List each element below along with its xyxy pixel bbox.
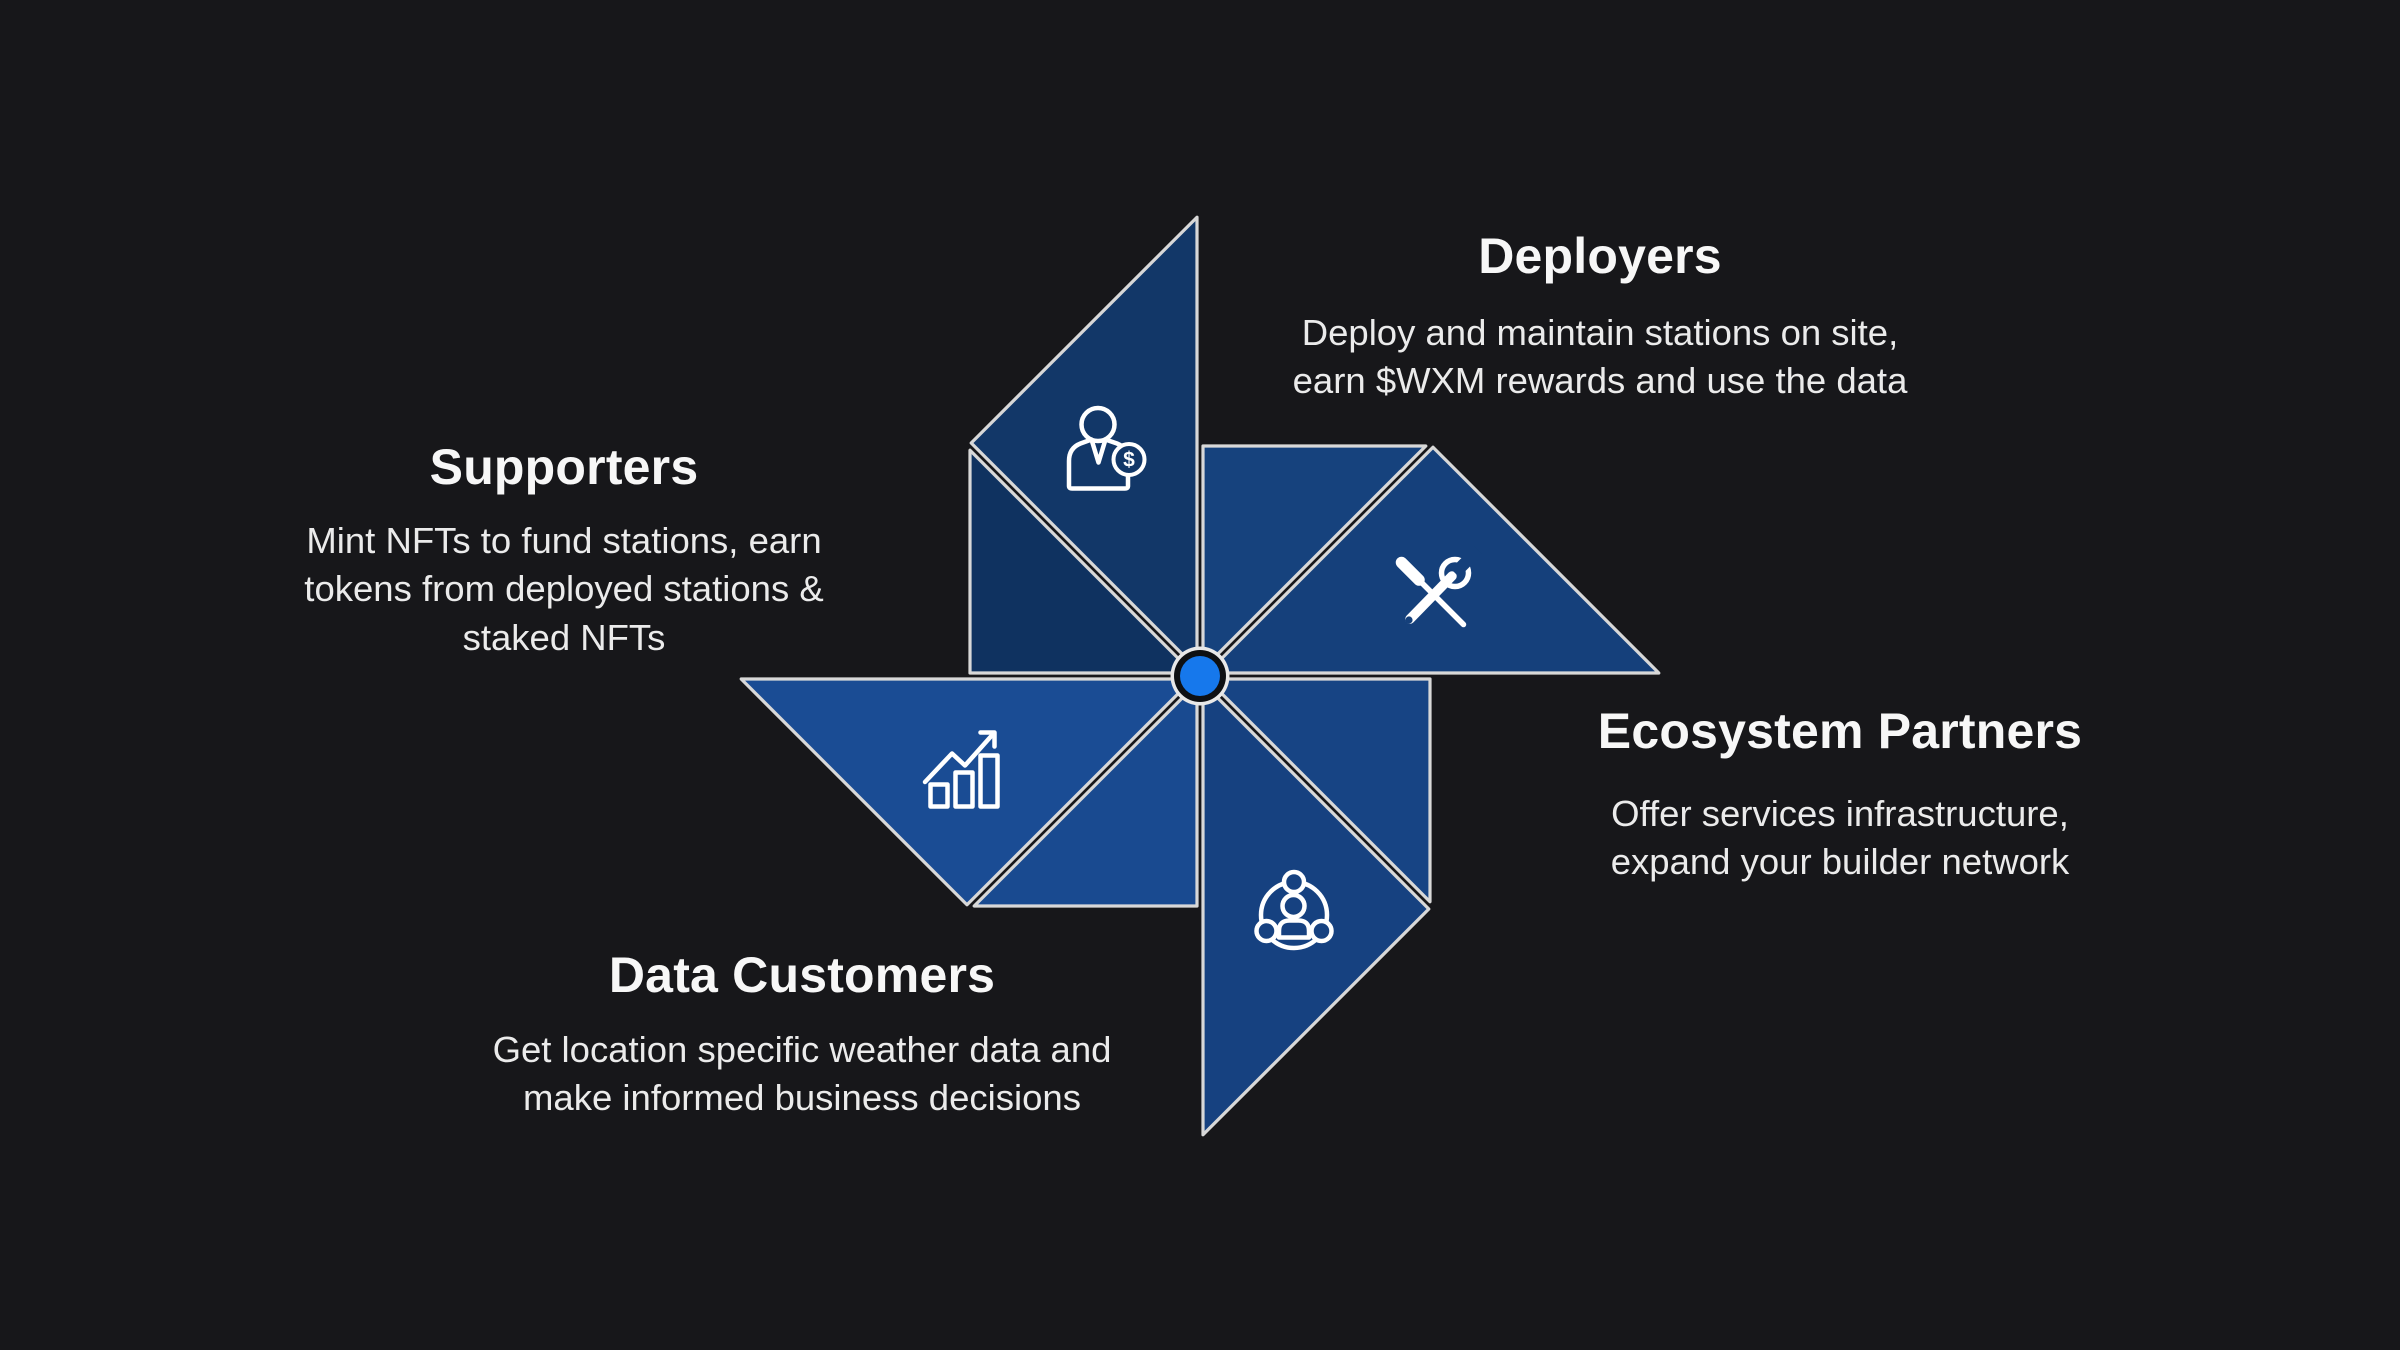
section-data-customers: Data Customers Get location specific wea…	[372, 947, 1232, 1123]
people-network-icon	[1254, 869, 1334, 951]
ecosystem-partners-title: Ecosystem Partners	[1597, 703, 2083, 759]
pinwheel-blade-west-small-triangle	[972, 681, 1199, 908]
deployers-title: Deployers	[1478, 228, 1722, 284]
pinwheel-blade-north-small-triangle	[968, 448, 1195, 675]
pinwheel-blade-east-large-triangle	[1205, 445, 1661, 675]
growth-chart-icon	[922, 730, 1000, 809]
data-customers-title: Data Customers	[608, 947, 996, 1003]
section-deployers: Deployers Deploy and maintain stations o…	[1150, 228, 2050, 406]
person-dollar-icon: $	[1066, 405, 1147, 491]
ecosystem-partners-description: Offer services infrastructure, expand yo…	[1610, 792, 2070, 883]
section-ecosystem-partners: Ecosystem Partners Offer services infras…	[1440, 703, 2240, 887]
pinwheel-blade-east-small-triangle	[1201, 444, 1428, 671]
pinwheel-center-hub	[1170, 646, 1230, 706]
dollar-symbol: $	[1123, 449, 1135, 472]
pinwheel-blade-south-small-triangle	[1205, 677, 1432, 904]
supporters-title: Supporters	[429, 439, 699, 495]
pinwheel-blade-south-large-triangle	[1201, 681, 1431, 1137]
data-customers-description: Get location specific weather data and m…	[492, 1028, 1112, 1119]
center-dot	[1180, 656, 1220, 696]
pinwheel-blade-west-large-triangle	[739, 677, 1195, 907]
pinwheel-blades	[739, 215, 1661, 1137]
supporters-description: Mint NFTs to fund stations, earn tokens …	[304, 519, 824, 659]
tools-icon	[1395, 545, 1483, 628]
deployers-description: Deploy and maintain stations on site, ea…	[1292, 311, 1908, 402]
section-supporters: Supporters Mint NFTs to fund stations, e…	[184, 439, 944, 663]
